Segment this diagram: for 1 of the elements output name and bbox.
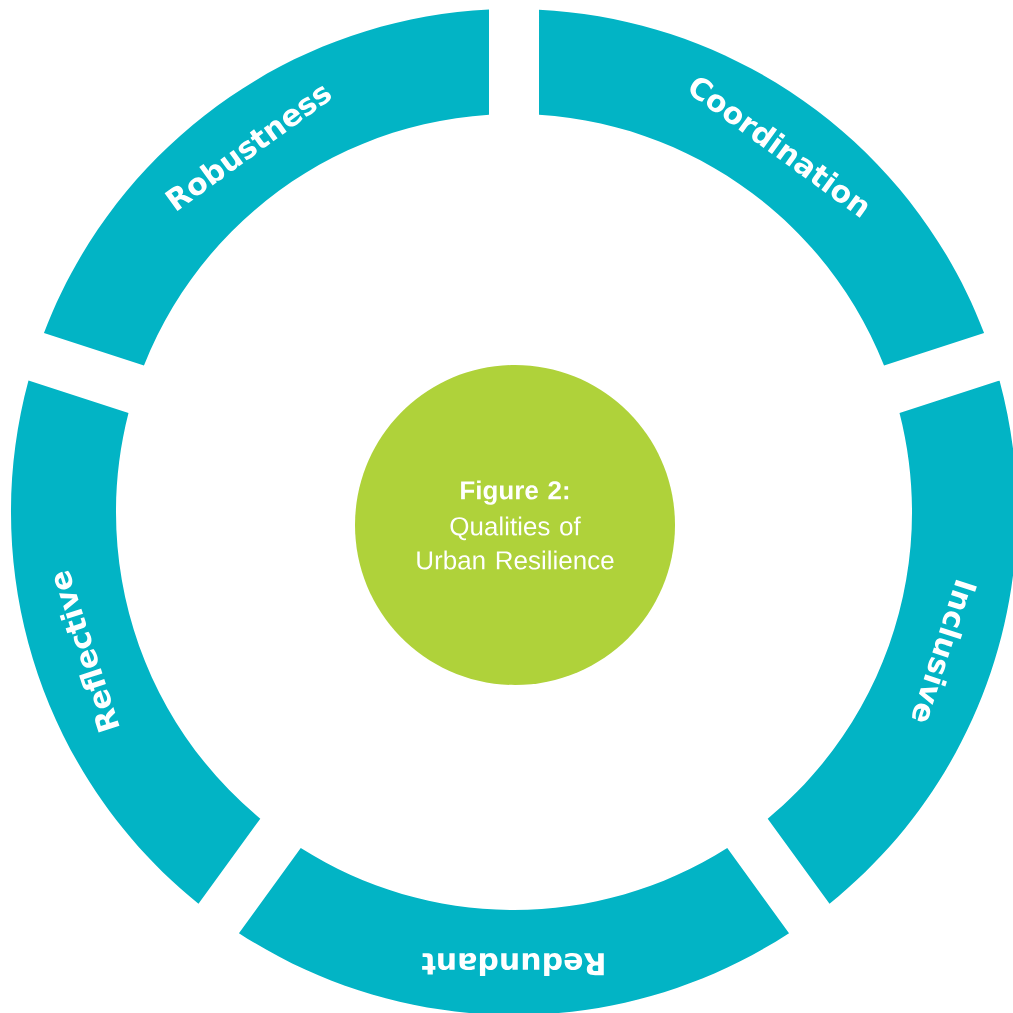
- ring-segment: Redundant: [238, 848, 790, 1013]
